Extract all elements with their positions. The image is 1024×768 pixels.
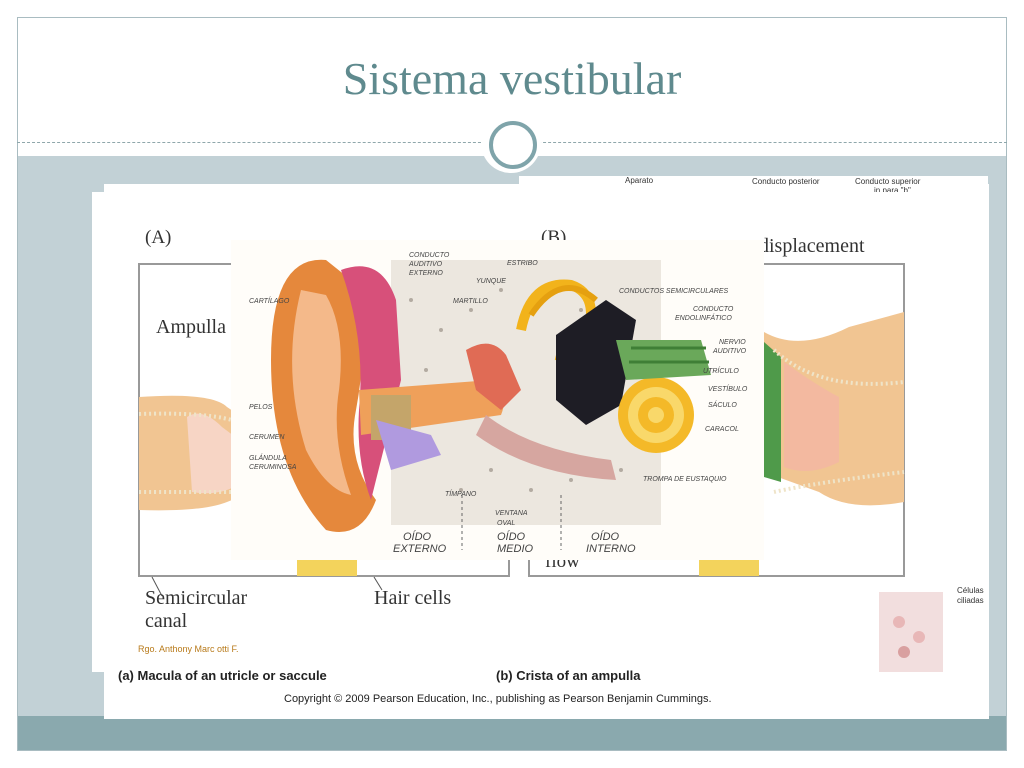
ear-label-glandula-2: ceruminosa (249, 464, 297, 471)
circle-ornament-icon (489, 121, 537, 169)
ear-label-utriculo: Utrículo (703, 368, 739, 375)
ear-label-timpano: Tímpano (445, 491, 477, 498)
ear-illustration (271, 259, 711, 550)
footer-band (18, 716, 1006, 750)
ear-label-conducto-auditivo-3: externo (409, 270, 443, 277)
label-semicircular: Semicircular (145, 587, 248, 609)
ear-anatomy-image: Cartílago Conducto auditivo externo Estr… (231, 240, 764, 560)
ear-region-externo-2: externo (393, 543, 447, 555)
ear-label-conducto-endolinfatico-2: endolinfático (675, 315, 732, 322)
ear-label-conducto-auditivo-2: auditivo (409, 261, 443, 268)
panel-a-letter: (A) (145, 227, 172, 248)
ear-region-interno-2: interno (586, 543, 636, 555)
ear-label-nervio-1: Nervio (719, 339, 746, 346)
ear-label-trompa: Trompa de Eustaquio (643, 476, 727, 483)
ear-label-yunque: Yunque (476, 278, 506, 285)
ear-label-pelos: Pelos (249, 404, 273, 411)
label-celulas: Células (957, 586, 984, 595)
ear-label-ventana-2: oval (497, 520, 516, 527)
ear-label-conducto-endolinfatico-1: Conducto (693, 306, 734, 313)
ear-label-cerumen: Cerumen (249, 434, 285, 441)
label-conducto-superior-extra: in para "b" (874, 186, 911, 195)
ear-label-glandula-1: Glándula (249, 455, 287, 462)
ear-region-medio-2: medio (497, 543, 534, 555)
ear-label-conducto-auditivo-1: Conducto (409, 252, 450, 259)
label-hair-cells: Hair cells (374, 587, 452, 609)
slide-title: Sistema vestibular (342, 53, 682, 104)
ear-label-ventana-1: Ventana (495, 510, 528, 517)
ear-label-caracol: Caracol (705, 426, 739, 433)
panel-a-illustration (138, 263, 510, 597)
ear-label-estribo: Estribo (507, 260, 538, 267)
ear-label-saculo: Sáculo (708, 402, 737, 409)
ear-label-nervio-2: auditivo (713, 348, 747, 355)
ear-label-martillo: Martillo (453, 298, 488, 305)
label-conducto-superior: Conducto superior (855, 177, 921, 186)
label-canal: canal (145, 610, 188, 632)
label-displacement: displacement (759, 235, 865, 257)
ear-label-cartilago: Cartílago (249, 298, 290, 305)
label-ampulla: Ampulla (156, 316, 226, 338)
label-aparato: Aparato (625, 176, 654, 185)
panel-b-illustration (528, 263, 943, 672)
copyright-text: Copyright © 2009 Pearson Education, Inc.… (284, 693, 712, 705)
caption-macula: (a) Macula of an utricle or saccule (118, 668, 327, 683)
author-credit: Rgo. Anthony Marc otti F. (138, 644, 239, 654)
caption-crista: (b) Crista of an ampulla (496, 668, 641, 683)
ear-region-externo-1: Oído (403, 531, 432, 543)
ear-label-vestibulo: Vestíbulo (708, 386, 748, 393)
ear-region-interno-1: Oído (591, 531, 620, 543)
ear-region-medio-1: Oído (497, 531, 526, 543)
label-conducto-posterior: Conducto posterior (752, 177, 820, 186)
label-ciliadas: ciliadas (957, 596, 984, 605)
